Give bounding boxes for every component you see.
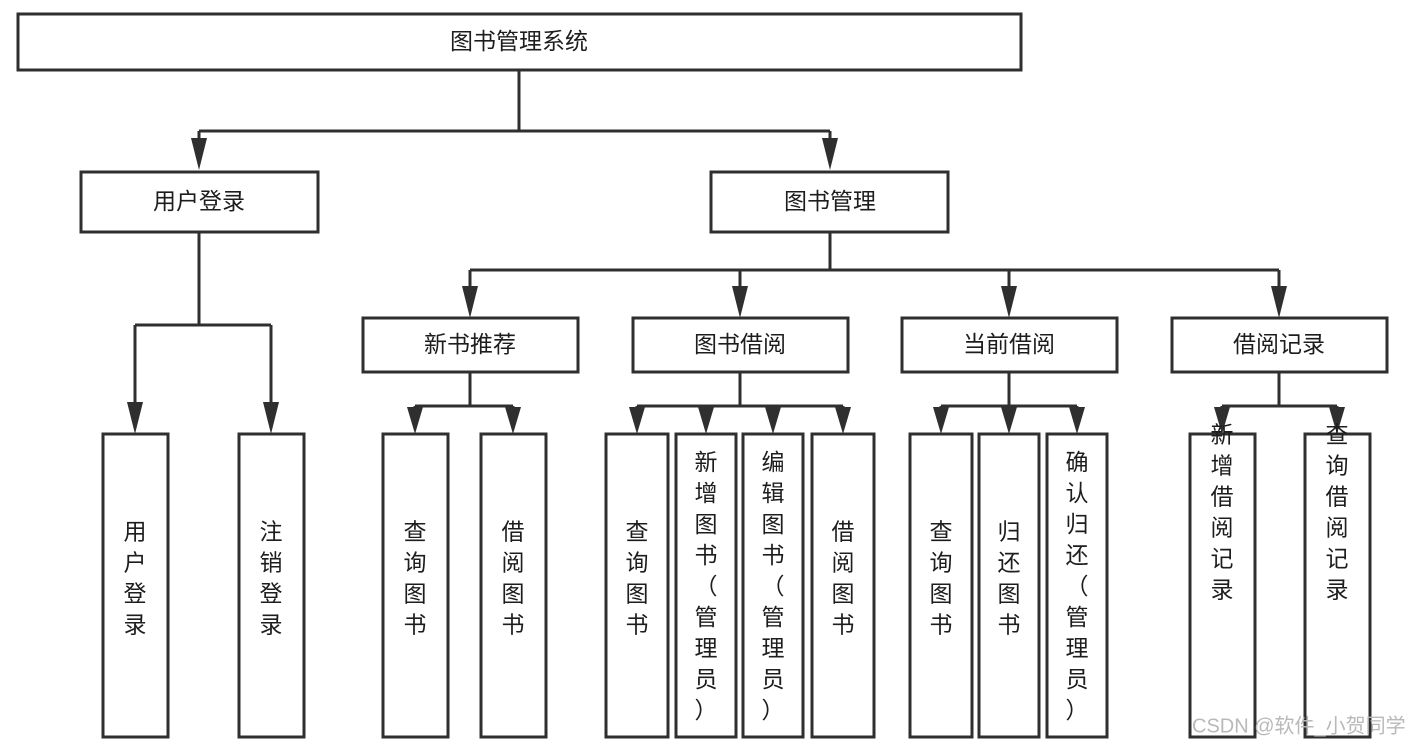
arrowhead-user-login-leaf	[127, 402, 143, 434]
node-leaf-add-borrow-record[interactable]: 新增借阅记录	[1188, 422, 1257, 739]
node-box-leaf-user-login	[101, 432, 170, 739]
arrowhead-book-mgmt	[822, 138, 838, 170]
node-label-leaf-borrow-book-rec: 借阅图书	[502, 519, 525, 638]
arrowhead-currentborrow-leaf-3	[1069, 407, 1085, 434]
node-box-user-login	[79, 170, 320, 234]
connector-group-user-login	[127, 232, 279, 434]
arrowhead-user-login	[191, 138, 207, 170]
connector-group-new-book-rec	[407, 372, 521, 434]
arrowhead-currentborrow-leaf-2	[1001, 407, 1017, 434]
node-label-leaf-edit-book-admin: 编辑图书（管理员）	[762, 449, 785, 723]
node-box-leaf-add-book-admin	[674, 432, 738, 739]
node-leaf-query-book-borrow[interactable]: 查询图书	[604, 432, 670, 739]
node-label-leaf-add-borrow-record: 新增借阅记录	[1211, 422, 1234, 603]
node-label-leaf-query-book-current: 查询图书	[930, 519, 953, 638]
arrowhead-book-borrow	[732, 286, 748, 318]
node-leaf-return-book[interactable]: 归还图书	[977, 432, 1041, 739]
node-box-leaf-edit-book-admin	[741, 432, 805, 739]
arrowhead-new-book-rec	[462, 286, 478, 318]
node-box-leaf-confirm-return-admin	[1045, 432, 1109, 739]
node-leaf-user-login[interactable]: 用户登录	[101, 432, 170, 739]
node-label-leaf-query-book-rec: 查询图书	[404, 519, 427, 638]
node-box-leaf-query-borrow-record	[1303, 432, 1372, 739]
node-book-management[interactable]: 图书管理	[709, 170, 950, 234]
node-label-leaf-user-login: 用户登录	[124, 519, 147, 638]
connector-group-book-mgmt	[462, 232, 1287, 318]
node-box-leaf-query-book-current	[908, 432, 974, 739]
connector-group-root	[191, 70, 838, 170]
node-leaf-add-book-admin[interactable]: 新增图书（管理员）	[674, 432, 738, 739]
node-box-leaf-logout	[237, 432, 306, 739]
node-current-borrow[interactable]: 当前借阅	[900, 316, 1119, 374]
arrowhead-current-borrow	[1001, 286, 1017, 318]
node-leaf-logout[interactable]: 注销登录	[237, 432, 306, 739]
arrowhead-logout-leaf	[263, 402, 279, 434]
node-box-borrow-record	[1170, 316, 1389, 374]
arrowhead-newbook-leaf-2	[505, 407, 521, 434]
node-label-leaf-query-book-borrow: 查询图书	[626, 519, 649, 638]
node-label-leaf-query-borrow-record: 查询借阅记录	[1326, 422, 1349, 603]
node-label-user-login: 用户登录	[153, 188, 245, 214]
node-box-book-management	[709, 170, 950, 234]
node-label-leaf-borrow-book-borrow: 借阅图书	[832, 519, 855, 638]
arrowhead-borrow-record	[1271, 286, 1287, 318]
node-label-leaf-logout: 注销登录	[260, 519, 283, 638]
node-box-leaf-add-borrow-record	[1188, 432, 1257, 739]
node-new-book-recommend[interactable]: 新书推荐	[361, 316, 580, 374]
node-book-borrow[interactable]: 图书借阅	[631, 316, 850, 374]
node-leaf-borrow-book-rec[interactable]: 借阅图书	[479, 432, 548, 739]
node-leaf-confirm-return-admin[interactable]: 确认归还（管理员）	[1045, 432, 1109, 739]
watermark-label: CSDN @软件_小贺同学	[1192, 714, 1405, 737]
node-user-login[interactable]: 用户登录	[79, 170, 320, 234]
arrowhead-bookborrow-leaf-1	[629, 407, 645, 434]
node-box-book-borrow	[631, 316, 850, 374]
node-box-leaf-query-book-rec	[381, 432, 450, 739]
node-system-root[interactable]: 图书管理系统	[16, 12, 1023, 72]
arrowhead-bookborrow-leaf-2	[698, 407, 714, 434]
node-label-current-borrow: 当前借阅	[963, 331, 1055, 357]
node-box-system-root	[16, 12, 1023, 72]
node-label-leaf-add-book-admin: 新增图书（管理员）	[695, 449, 718, 723]
arrowhead-bookborrow-leaf-3	[765, 407, 781, 434]
node-label-book-borrow: 图书借阅	[694, 331, 786, 357]
arrowhead-newbook-leaf-1	[407, 407, 423, 434]
node-label-leaf-return-book: 归还图书	[998, 519, 1021, 638]
connector-group-borrow-record	[1214, 372, 1345, 434]
connector-group-current-borrow	[933, 372, 1085, 434]
connector-group-book-borrow	[629, 372, 851, 434]
node-label-book-management: 图书管理	[784, 188, 876, 214]
node-leaf-query-borrow-record[interactable]: 查询借阅记录	[1303, 422, 1372, 739]
node-box-current-borrow	[900, 316, 1119, 374]
node-leaf-query-book-rec[interactable]: 查询图书	[381, 432, 450, 739]
node-leaf-borrow-book-borrow[interactable]: 借阅图书	[810, 432, 876, 739]
node-box-new-book-recommend	[361, 316, 580, 374]
node-label-leaf-confirm-return-admin: 确认归还（管理员）	[1066, 449, 1089, 723]
node-label-borrow-record: 借阅记录	[1233, 331, 1325, 357]
arrowhead-bookborrow-leaf-4	[835, 407, 851, 434]
node-leaf-query-book-current[interactable]: 查询图书	[908, 432, 974, 739]
arrowhead-borrowrecord-leaf-2	[1329, 407, 1345, 434]
arrowhead-borrowrecord-leaf-1	[1214, 407, 1230, 434]
node-box-leaf-borrow-book-borrow	[810, 432, 876, 739]
arrowhead-currentborrow-leaf-1	[933, 407, 949, 434]
node-label-new-book-recommend: 新书推荐	[424, 331, 516, 357]
node-label-system-root: 图书管理系统	[450, 28, 588, 54]
node-box-leaf-return-book	[977, 432, 1041, 739]
node-box-leaf-borrow-book-rec	[479, 432, 548, 739]
node-box-leaf-query-book-borrow	[604, 432, 670, 739]
node-borrow-record[interactable]: 借阅记录	[1170, 316, 1389, 374]
node-leaf-edit-book-admin[interactable]: 编辑图书（管理员）	[741, 432, 805, 739]
